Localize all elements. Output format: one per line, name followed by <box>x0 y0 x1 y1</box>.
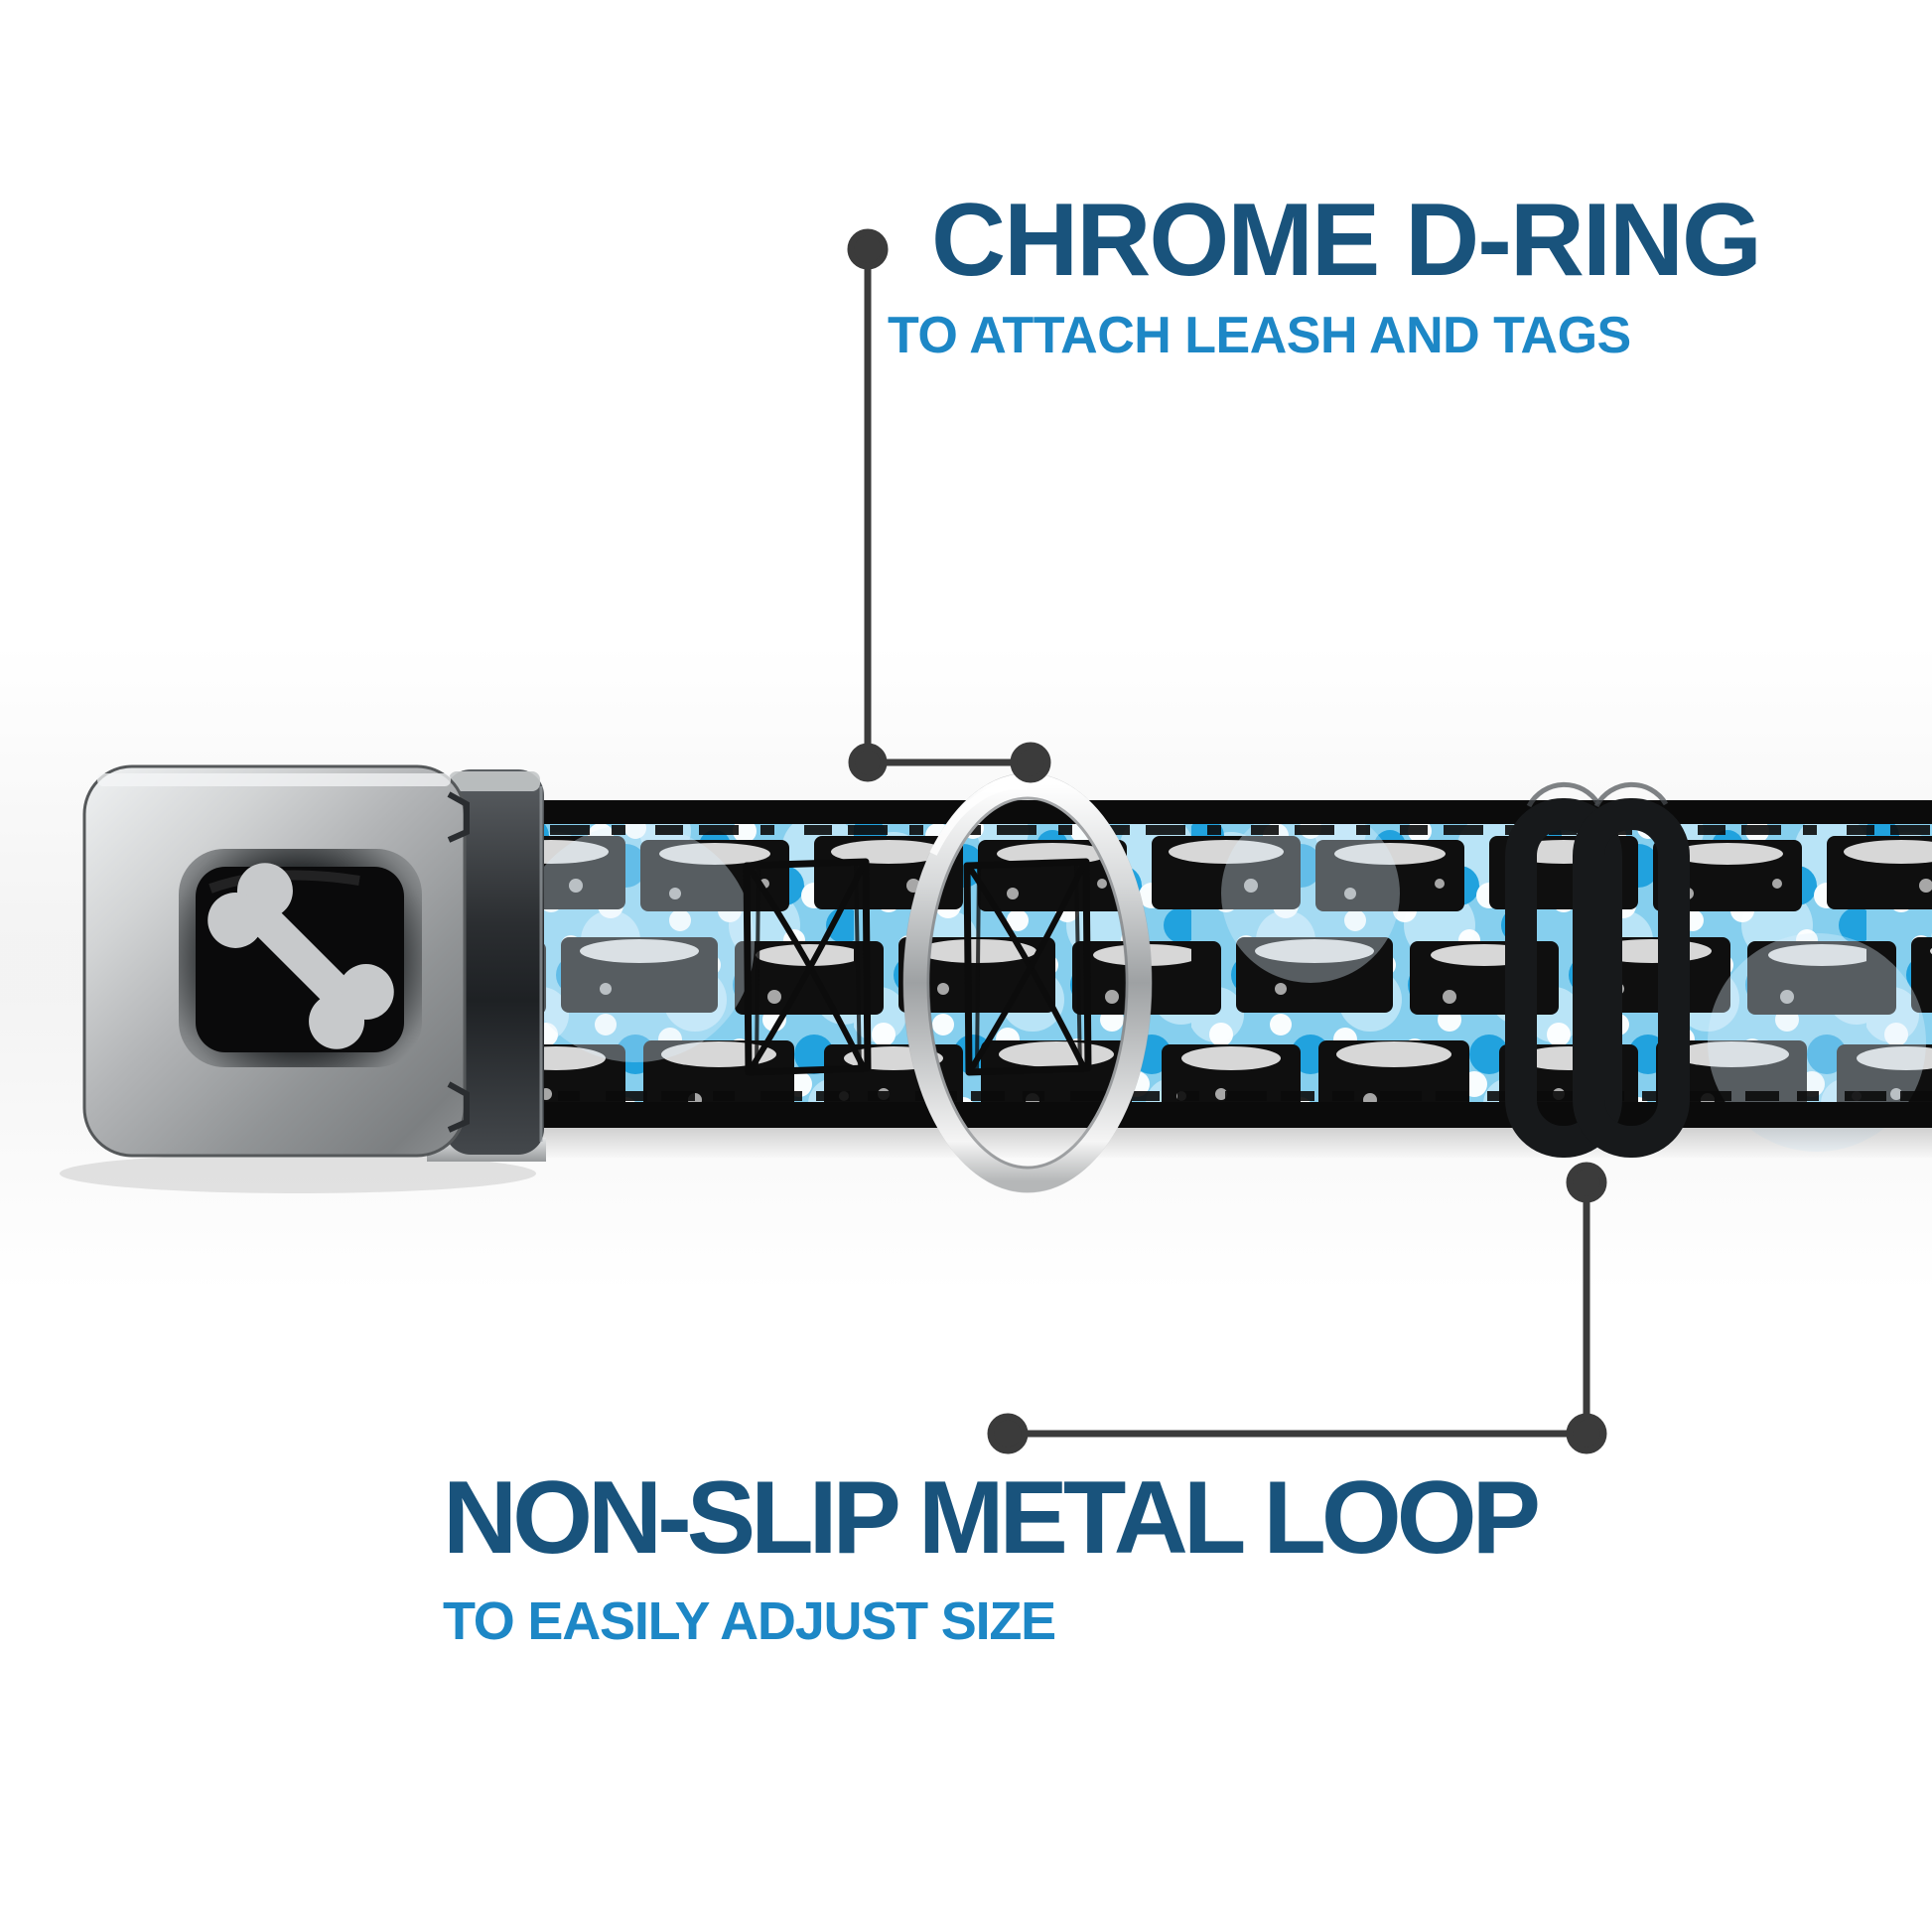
callout-top-connector <box>847 228 1051 783</box>
callout-dot <box>848 743 888 782</box>
callout-top-title: CHROME D-RING <box>931 183 1762 298</box>
callout-dot <box>847 228 889 270</box>
buckle-shadow <box>60 1154 536 1193</box>
dog-bone-icon <box>207 863 394 1049</box>
collar-strap <box>496 800 1932 1158</box>
seatbelt-buckle <box>60 764 546 1193</box>
strap-bottom-edge <box>506 1102 1932 1128</box>
callout-top-subtitle: TO ATTACH LEASH AND TAGS <box>888 307 1631 364</box>
callout-bottom-title: NON-SLIP METAL LOOP <box>443 1460 1541 1576</box>
stitch-box-left <box>743 858 872 1076</box>
callout-dot <box>1010 742 1051 783</box>
stitch-box-right <box>963 858 1092 1076</box>
callout-dot <box>1566 1413 1607 1454</box>
buckle-clip-top <box>447 791 470 843</box>
callout-dot <box>1566 1162 1607 1203</box>
strap-shadow <box>496 1128 1932 1158</box>
callout-dot <box>987 1413 1029 1454</box>
buckle-clip-bottom <box>447 1081 470 1133</box>
callout-bottom-subtitle: TO EASILY ADJUST SIZE <box>443 1591 1056 1651</box>
buckle-latch <box>445 769 544 1155</box>
strap-top-edge <box>506 800 1932 824</box>
slider-loop <box>1505 781 1690 1158</box>
callout-bottom-connector <box>987 1162 1607 1454</box>
